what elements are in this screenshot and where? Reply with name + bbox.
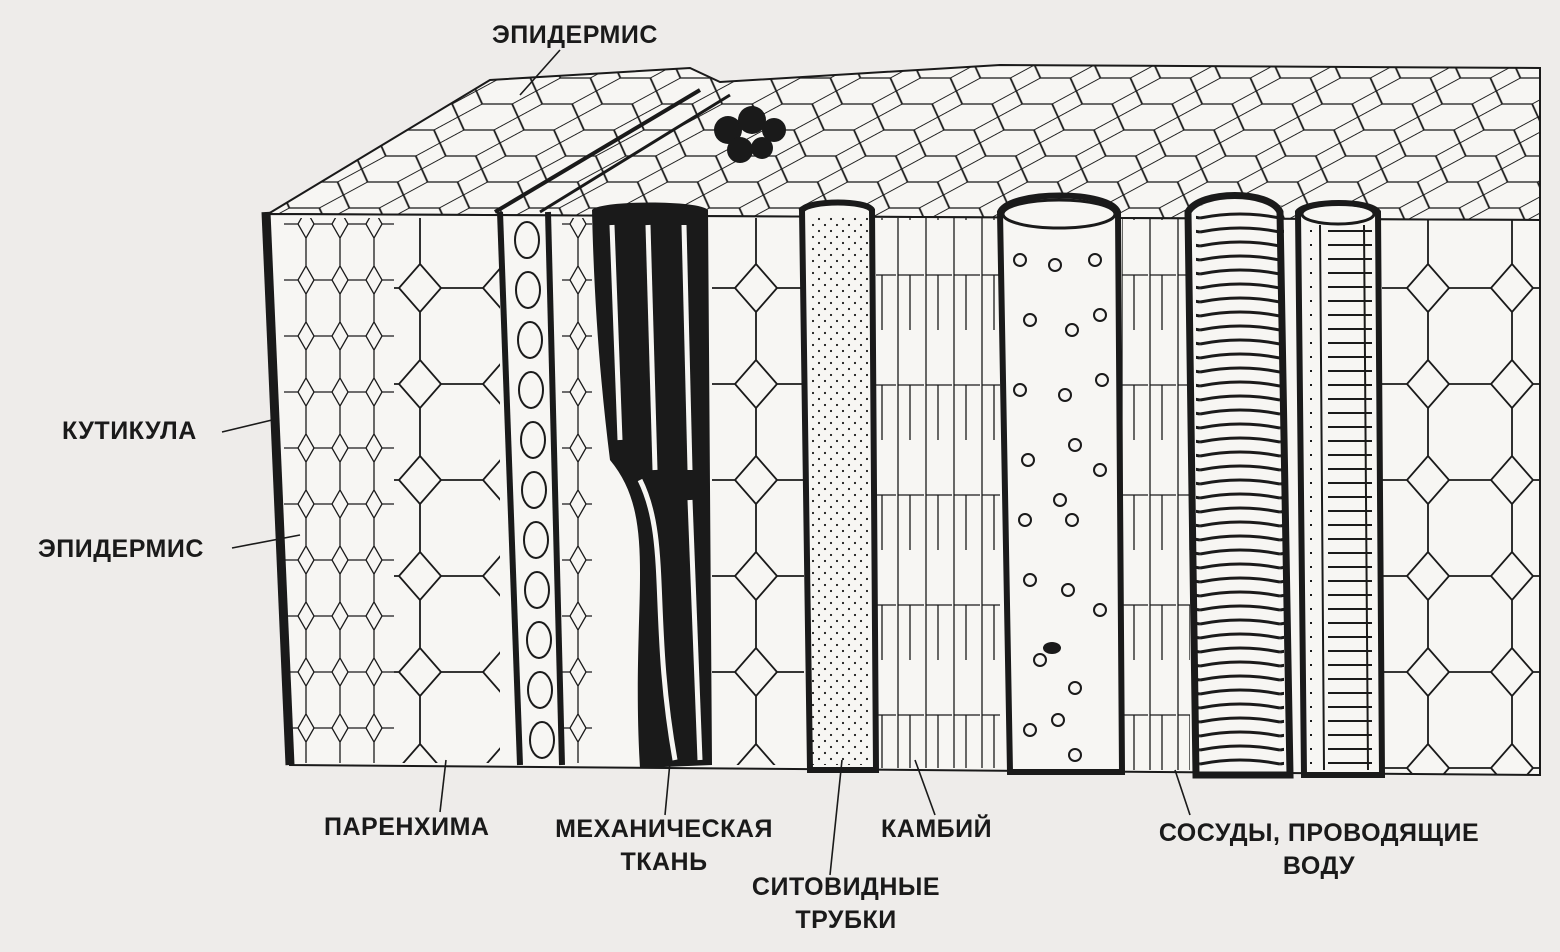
label-water-vessels-line2: ВОДУ (1124, 850, 1514, 883)
sieve-tube (802, 203, 876, 771)
scalariform-vessel (1298, 203, 1382, 775)
label-water-vessels-line1: СОСУДЫ, ПРОВОДЯЩИЕ (1124, 817, 1514, 850)
label-cuticle: КУТИКУЛА (62, 415, 197, 448)
top-surface (268, 65, 1540, 220)
label-water-vessels: СОСУДЫ, ПРОВОДЯЩИЕ ВОДУ (1124, 817, 1514, 883)
parenchyma-tissue (394, 218, 500, 763)
label-sieve-tubes-line1: СИТОВИДНЫЕ (735, 871, 957, 904)
pitted-vessel (1000, 196, 1122, 773)
label-mechanical-tissue-line1: МЕХАНИЧЕСКАЯ (541, 813, 787, 846)
cuticle-epidermis-layer (266, 212, 394, 765)
label-sieve-tubes-line2: ТРУБКИ (735, 904, 957, 937)
label-sieve-tubes: СИТОВИДНЫЕ ТРУБКИ (735, 871, 957, 937)
label-parenchyma: ПАРЕНХИМА (324, 811, 489, 844)
label-epidermis-left: ЭПИДЕРМИС (38, 533, 204, 566)
annular-vessel (1188, 196, 1290, 776)
label-epidermis-top: ЭПИДЕРМИС (492, 19, 658, 52)
label-cambium: КАМБИЙ (881, 813, 992, 846)
cambium-tissue (876, 218, 1000, 768)
label-mechanical-tissue: МЕХАНИЧЕСКАЯ ТКАНЬ (541, 813, 787, 879)
